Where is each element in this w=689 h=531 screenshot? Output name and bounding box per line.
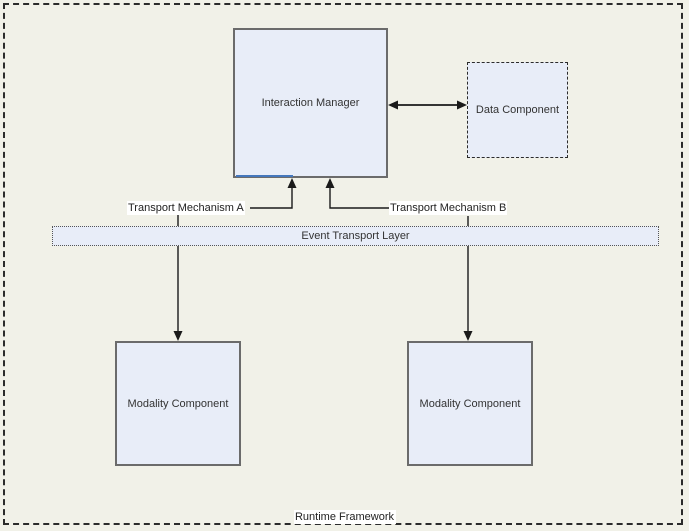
transport-mechanism-a-label: Transport Mechanism A — [127, 201, 245, 215]
modality-component-left-label: Modality Component — [127, 397, 229, 410]
interaction-manager-box: Interaction Manager — [233, 28, 388, 178]
event-transport-layer-label: Event Transport Layer — [301, 230, 410, 242]
runtime-framework-label: Runtime Framework — [293, 510, 396, 524]
interaction-manager-label: Interaction Manager — [261, 97, 360, 109]
modality-component-right-label: Modality Component — [419, 397, 521, 410]
transport-mechanism-b-label: Transport Mechanism B — [389, 201, 508, 215]
event-transport-layer-band: Event Transport Layer — [52, 226, 659, 246]
interaction-manager-bottom-accent — [236, 175, 293, 177]
data-component-box: Data Component — [467, 62, 568, 158]
modality-component-right-box: Modality Component — [407, 341, 533, 466]
modality-component-left-box: Modality Component — [115, 341, 241, 466]
runtime-framework-boundary — [3, 3, 683, 525]
data-component-label: Data Component — [475, 104, 560, 116]
